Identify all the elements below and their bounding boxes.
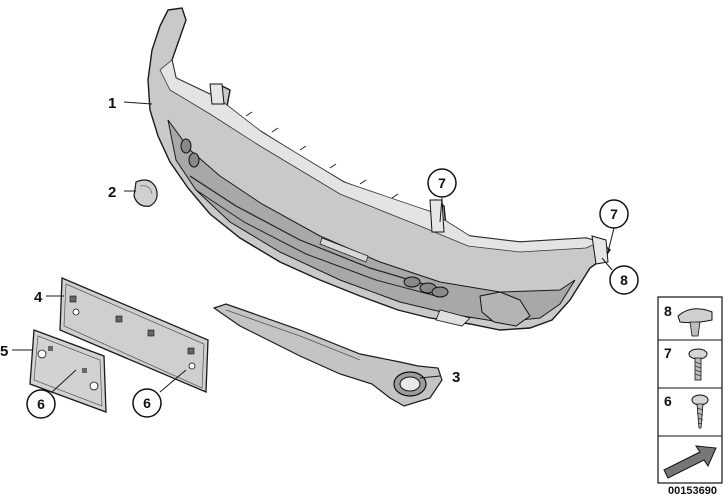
callout-7a: 7 [438,175,446,191]
callout-6a: 6 [37,396,45,412]
callout-6b-marker: 6 [132,388,162,418]
leader-lines [12,101,615,393]
callout-6b: 6 [143,395,151,411]
fastener-legend: 8 7 6 [657,296,723,484]
bumper-trim-strip [212,303,443,407]
document-id: 00153690 [668,485,717,496]
legend-number-7: 7 [664,345,672,361]
tow-hook-cover [133,179,158,207]
callout-4: 4 [34,289,43,306]
callout-7b-marker: 7 [599,199,629,229]
legend-number-6: 6 [664,393,672,409]
callout-7b: 7 [610,206,618,222]
callout-6a-marker: 6 [26,389,56,419]
license-plate-base [59,277,209,393]
clip-nut-icon [677,308,713,337]
license-plate-bracket [29,329,107,413]
callout-5: 5 [0,343,8,360]
bumper-cover [147,7,611,331]
callout-1: 1 [108,95,116,112]
callout-8-marker: 8 [609,265,639,295]
self-tapping-screw-icon [691,394,709,429]
callout-8: 8 [620,272,628,288]
direction-arrow-icon [663,445,717,479]
screw-icon [688,348,708,381]
callout-3: 3 [452,369,460,386]
callout-2: 2 [108,184,116,201]
legend-number-8: 8 [664,303,672,319]
callout-7a-marker: 7 [427,168,457,198]
